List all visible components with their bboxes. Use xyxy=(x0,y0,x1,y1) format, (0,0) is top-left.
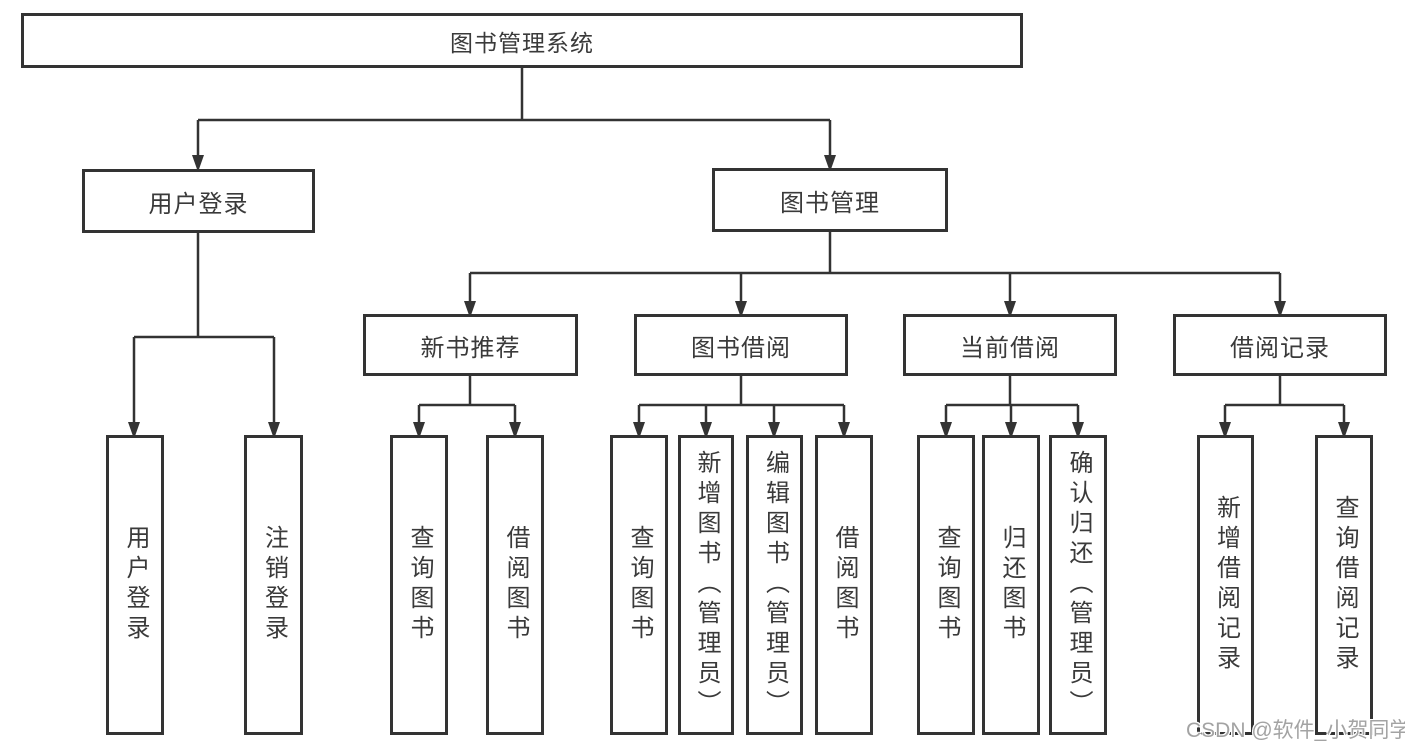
node-library-management-system: 图书管理系统 xyxy=(21,13,1023,68)
node-new-book-recommendation: 新书推荐 xyxy=(363,314,578,376)
node-leaf-query-books-recommend: 查询图书 xyxy=(390,435,448,735)
node-book-borrowing: 图书借阅 xyxy=(634,314,848,376)
node-leaf-borrow-books-recommend: 借阅图书 xyxy=(486,435,544,735)
node-user-login: 用户登录 xyxy=(82,169,315,233)
csdn-watermark: CSDN @软件_小贺同学 xyxy=(1186,719,1405,742)
node-leaf-add-borrow-record: 新增借阅记录 xyxy=(1197,435,1254,735)
node-leaf-logout-login: 注销登录 xyxy=(244,435,303,735)
node-leaf-query-books-borrow: 查询图书 xyxy=(610,435,668,735)
node-leaf-confirm-return-admin: 确认归还（管理员） xyxy=(1049,435,1107,735)
node-book-management: 图书管理 xyxy=(712,168,948,232)
node-current-borrowing: 当前借阅 xyxy=(903,314,1117,376)
node-leaf-query-books-current: 查询图书 xyxy=(917,435,975,735)
node-leaf-user-login: 用户登录 xyxy=(106,435,164,735)
node-leaf-return-books: 归还图书 xyxy=(982,435,1040,735)
node-leaf-borrow-books-borrow: 借阅图书 xyxy=(815,435,873,735)
node-leaf-query-borrow-record: 查询借阅记录 xyxy=(1315,435,1373,735)
node-borrowing-records: 借阅记录 xyxy=(1173,314,1387,376)
node-leaf-edit-book-admin: 编辑图书（管理员） xyxy=(746,435,803,735)
node-leaf-add-book-admin: 新增图书（管理员） xyxy=(678,435,734,735)
